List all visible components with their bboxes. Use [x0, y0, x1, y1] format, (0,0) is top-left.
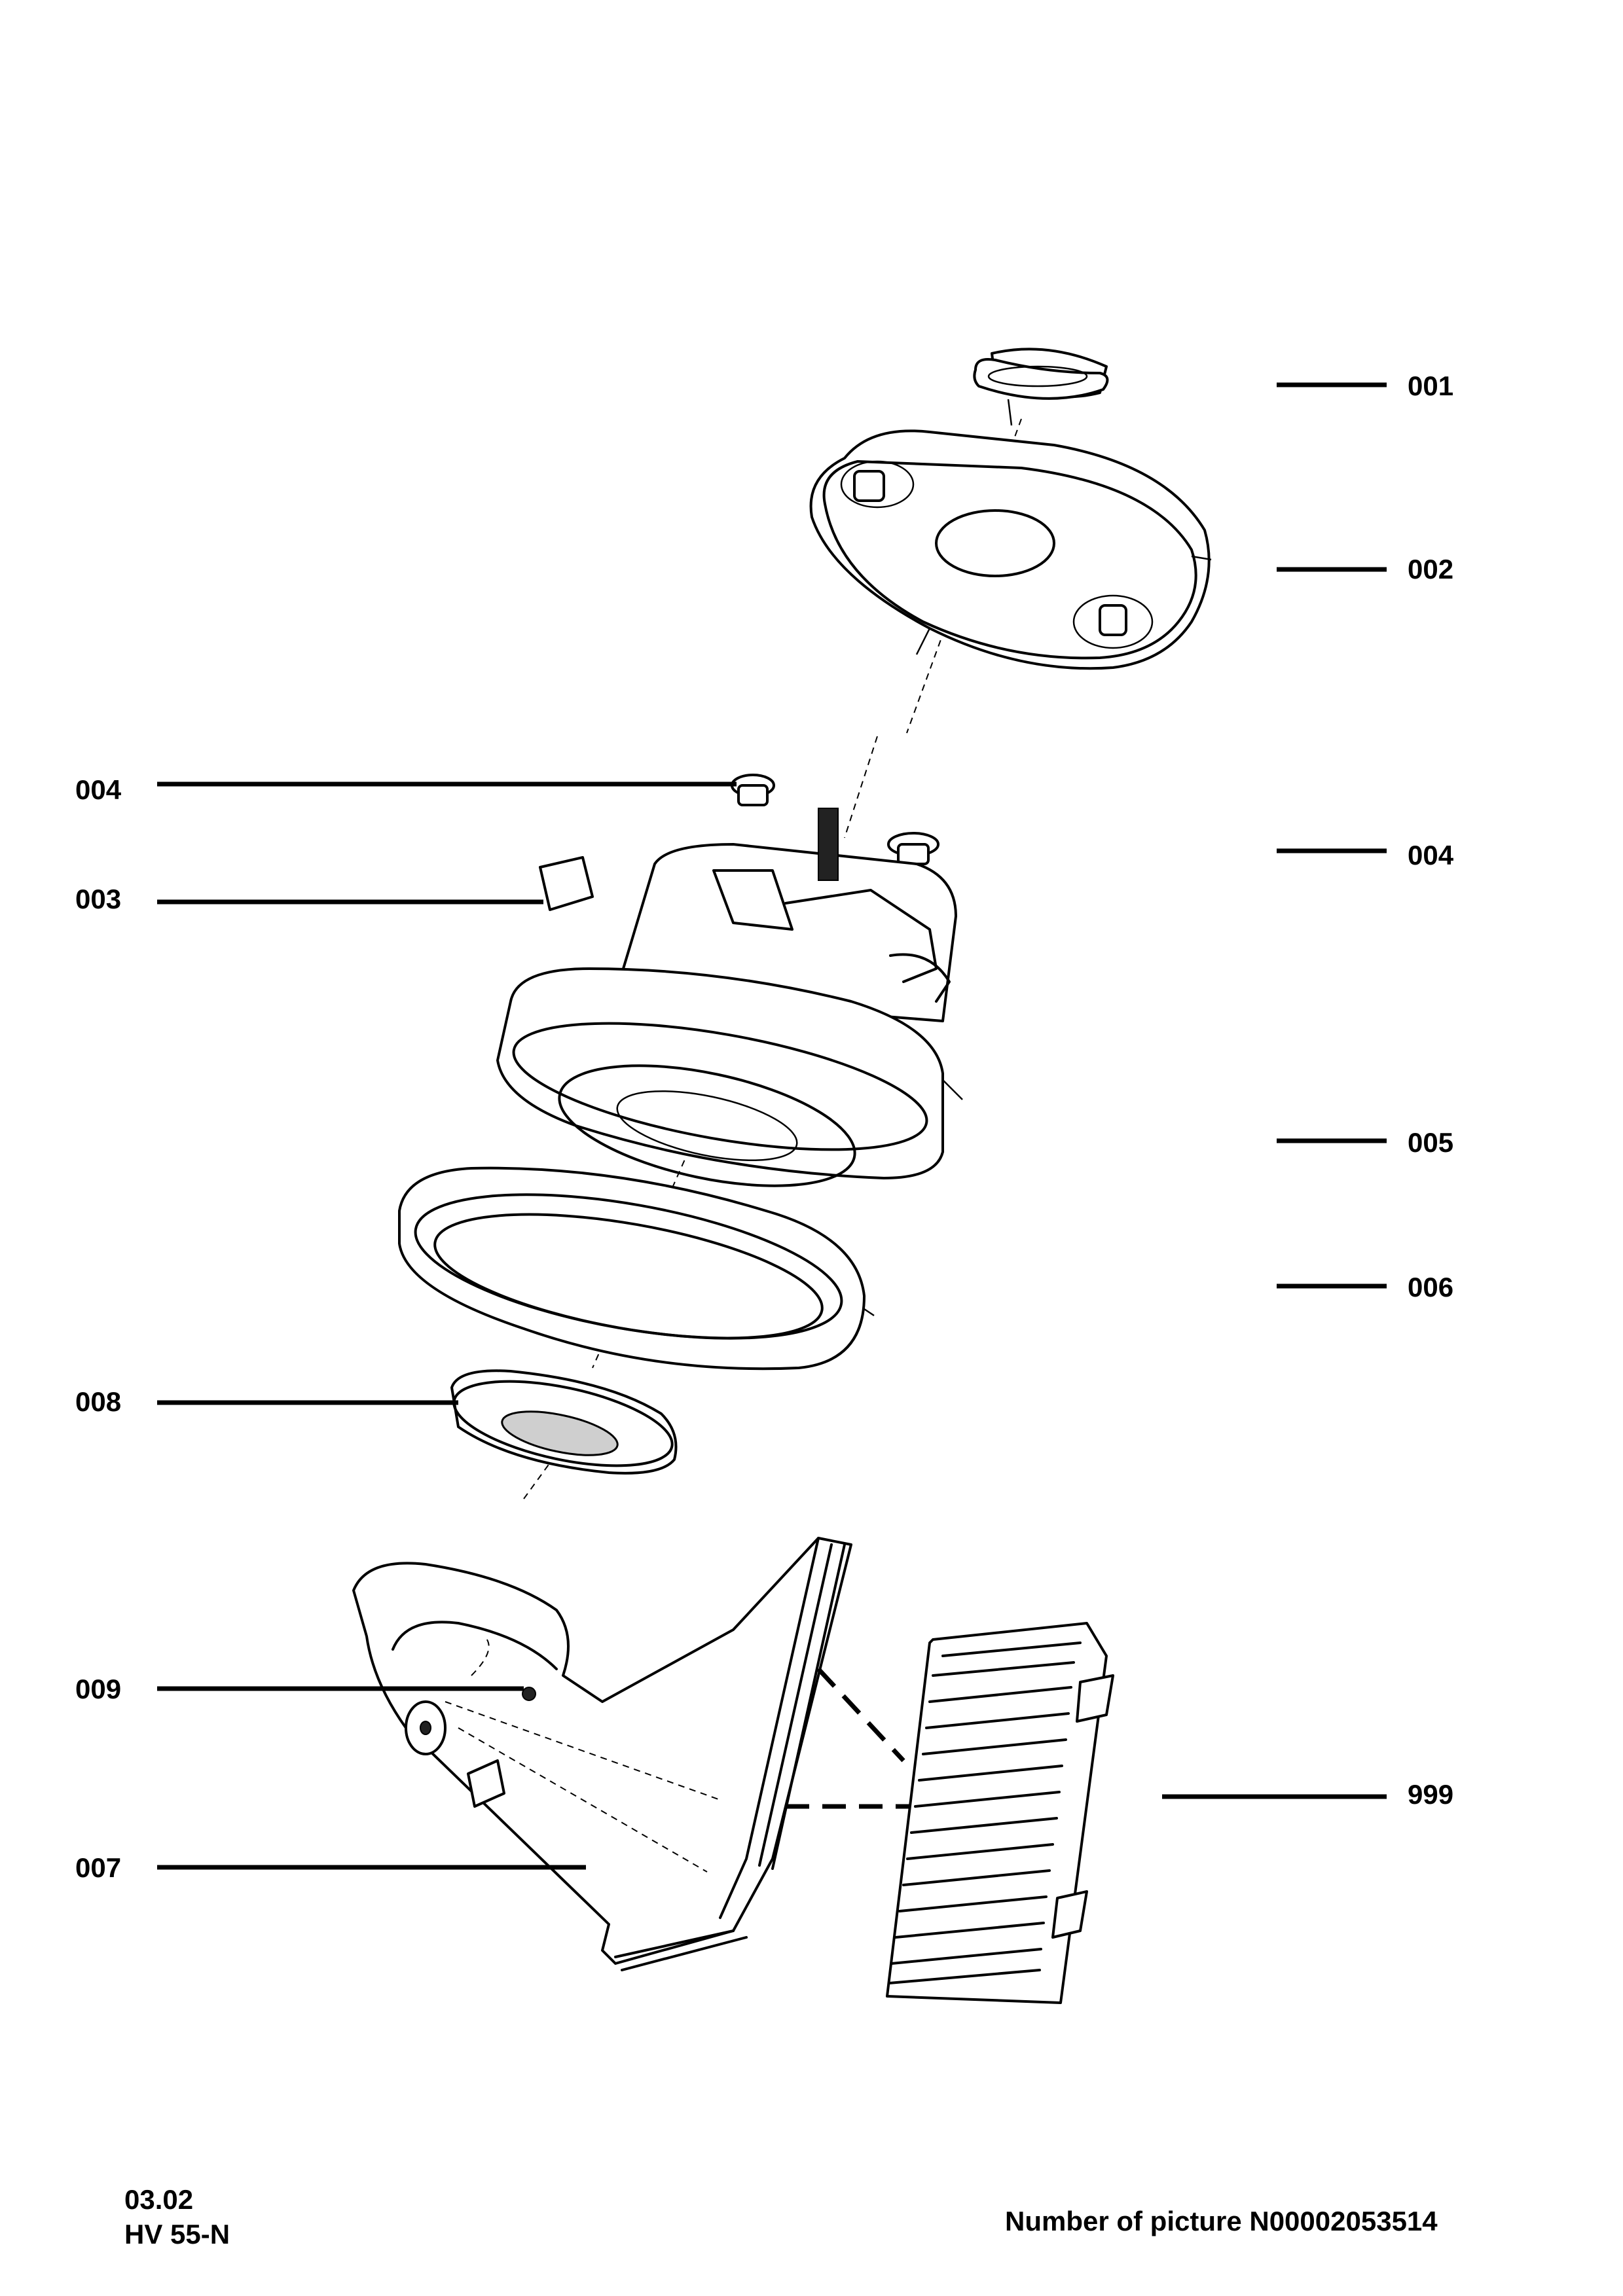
label-004-left: 004 — [75, 774, 122, 805]
part-004-right-mount — [887, 832, 939, 865]
label-001: 001 — [1408, 370, 1454, 401]
footer-model: HV 55-N — [124, 2219, 230, 2250]
label-002: 002 — [1408, 554, 1454, 584]
label-009: 009 — [75, 1674, 122, 1704]
part-999-filter — [886, 1622, 1114, 2004]
label-004-right: 004 — [1408, 840, 1454, 870]
leader-lines — [157, 382, 1387, 1870]
label-999: 999 — [1408, 1779, 1454, 1810]
label-007: 007 — [75, 1852, 122, 1883]
part-001-grommet — [973, 348, 1109, 426]
part-004-left-mount — [731, 774, 775, 806]
part-007-base-housing — [352, 1537, 852, 1971]
label-003: 003 — [75, 884, 122, 914]
label-006: 006 — [1408, 1272, 1454, 1302]
part-002-cover — [809, 429, 1212, 670]
footer-picture-number: Number of picture N00002053514 — [1005, 2206, 1438, 2236]
part-009-screw — [522, 1687, 536, 1701]
label-005: 005 — [1408, 1127, 1454, 1158]
part-003-brush-block — [539, 856, 594, 911]
filter-connector-upper — [816, 1667, 905, 1763]
part-008-seal-ring — [450, 1369, 678, 1475]
part-005-motor — [496, 808, 963, 1187]
footer-date: 03.02 — [124, 2184, 194, 2215]
part-006-gasket — [398, 1166, 875, 1371]
label-008: 008 — [75, 1386, 122, 1417]
